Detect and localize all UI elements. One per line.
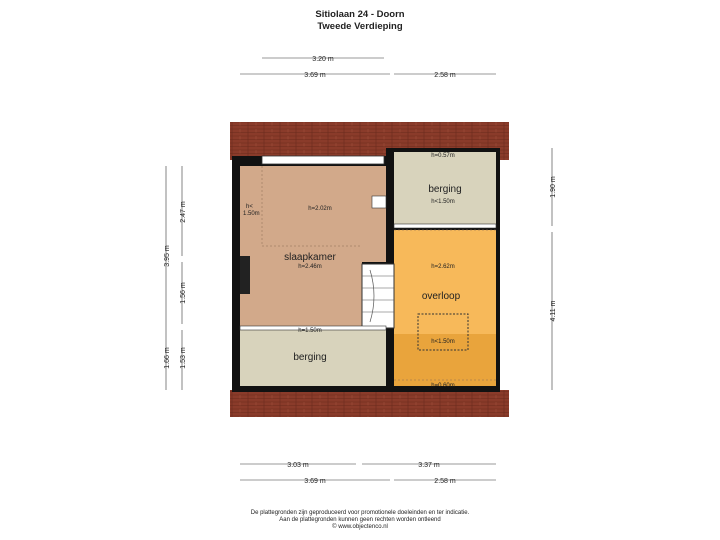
dimension-bottom-inner-left: 3.03 m <box>287 462 309 469</box>
dimension-top-right: 2.58 m <box>434 72 456 79</box>
staircase <box>361 263 395 329</box>
room-slaapkamer <box>240 166 362 326</box>
room-height: 1.50m <box>243 211 260 217</box>
room-height: h=2.62m <box>431 264 455 270</box>
room-name-berging-bottom: berging <box>293 352 326 363</box>
room-name-berging-top: berging <box>428 184 461 195</box>
dimension-top-inner: 3.20 m <box>312 56 334 63</box>
room-height: h=0.57m <box>431 153 455 159</box>
dimension-right-lower: 4.11 m <box>550 300 557 321</box>
room-berging-bottom <box>240 330 386 386</box>
dimension-left-lower-outer: 1.66 m <box>164 347 171 369</box>
dimension-left-lower-inner: 1.53 m <box>180 347 187 369</box>
page-title: Sitiolaan 24 - Doorn <box>315 9 405 20</box>
dimension-bottom-inner-right: 3.37 m <box>418 462 440 469</box>
copyright: © www.objectenco.nl <box>332 524 388 530</box>
window-top <box>261 155 385 165</box>
height-line <box>394 229 496 381</box>
sink <box>371 195 387 209</box>
room-height: h=2.02m <box>308 206 332 212</box>
room-height: h<1.50m <box>431 199 455 205</box>
room-slaapkamer-right <box>362 166 386 262</box>
page-subtitle: Tweede Verdieping <box>317 21 403 32</box>
height-line <box>261 166 362 247</box>
disclaimer-line: De plattegronden zijn geproduceerd voor … <box>250 510 470 516</box>
dimension-bottom-left: 3.69 m <box>304 478 326 485</box>
overloop-hatch <box>417 313 469 351</box>
room-berging-top <box>394 152 496 224</box>
dimension-top-left: 3.69 m <box>304 72 326 79</box>
dimension-lines <box>165 57 553 481</box>
room-overloop <box>394 230 496 334</box>
room-height: h=1.50m <box>298 328 322 334</box>
room-height: h=0.60m <box>431 383 455 389</box>
dimension-bottom-right: 2.58 m <box>434 478 456 485</box>
chimney <box>240 256 250 294</box>
room-name-slaapkamer: slaapkamer <box>284 252 336 263</box>
room-name-overloop: overloop <box>422 291 461 302</box>
disclaimer-line: Aan de plattegronden kunnen geen rechten… <box>279 517 441 523</box>
dimension-left-middle: 1.56 m <box>180 282 187 304</box>
wall-berging-overloop <box>393 223 497 229</box>
room-height: h=2.46m <box>298 264 322 270</box>
roof-bottom <box>230 390 509 417</box>
room-height: h<1.50m <box>431 339 455 345</box>
room-overloop-low <box>394 334 496 386</box>
wall-divider <box>386 166 394 230</box>
dimension-right-upper: 1.90 m <box>550 176 557 198</box>
room-height: h< <box>246 204 253 210</box>
dimension-left-total: 3.95 m <box>164 245 171 267</box>
dimension-left-upper: 2.47 m <box>180 201 187 223</box>
wall-bottom-divider <box>239 325 387 331</box>
